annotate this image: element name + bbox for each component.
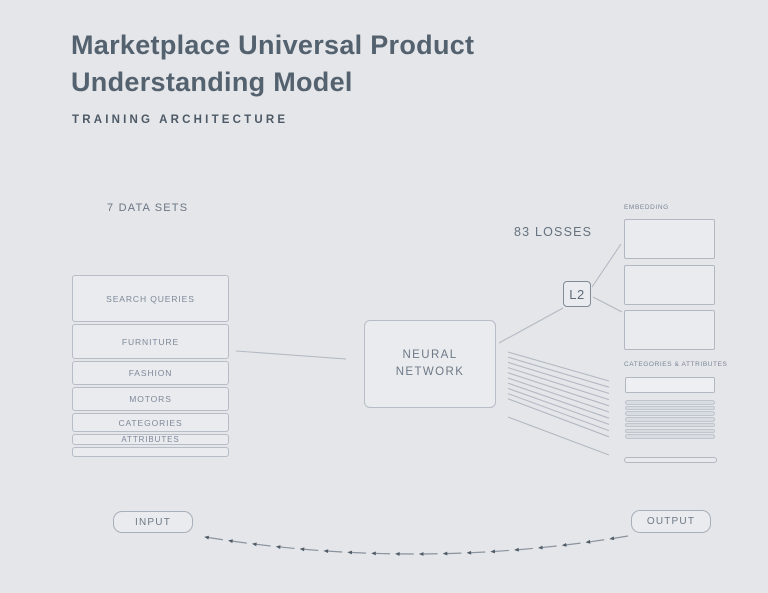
dataset-label: SEARCH QUERIES	[106, 293, 195, 304]
dataset-box-attributes: ATTRIBUTES	[72, 434, 229, 445]
losses-count-label: 83 LOSSES	[514, 225, 593, 239]
embedding-box-1	[624, 219, 715, 259]
dataset-box-furniture: FURNITURE	[72, 324, 229, 359]
dataset-box-empty	[72, 447, 229, 457]
dataset-box-categories: CATEGORIES	[72, 413, 229, 432]
page-title: Marketplace Universal Product Understand…	[71, 30, 475, 97]
attribute-bar	[625, 400, 715, 405]
page-subtitle: TRAINING ARCHITECTURE	[72, 114, 289, 126]
network-output-fan-lines	[507, 351, 610, 456]
dataset-label: FURNITURE	[121, 336, 180, 347]
neural-network-box: NEURAL NETWORK	[364, 320, 496, 408]
dataset-label: FASHION	[128, 368, 173, 378]
attribute-bar	[625, 411, 715, 416]
dataset-label: MOTORS	[129, 394, 172, 404]
input-box: INPUT	[113, 511, 193, 533]
embedding-section-label: EMBEDDING	[624, 204, 669, 211]
neural-network-label: NEURAL NETWORK	[395, 349, 465, 378]
network-to-l2-line	[498, 307, 564, 344]
l2-to-embedding2-line	[592, 296, 623, 313]
datasets-count-label: 7 DATA SETS	[107, 202, 189, 214]
attribute-bar	[625, 405, 715, 411]
dataset-label: CATEGORIES	[118, 417, 183, 428]
dataset-label: ATTRIBUTES	[121, 435, 180, 444]
category-output-box	[625, 377, 715, 393]
l2-loss-box: L2	[563, 281, 591, 307]
dataset-box-fashion: FASHION	[72, 361, 229, 385]
attribute-bar	[625, 422, 715, 428]
l2-loss-label: L2	[569, 286, 585, 302]
output-to-input-feedback-arrows	[204, 535, 629, 556]
input-label: INPUT	[135, 516, 171, 528]
output-label: OUTPUT	[646, 516, 696, 527]
attribute-bar	[625, 434, 715, 439]
attribute-pill	[624, 457, 717, 463]
embedding-box-2	[624, 265, 715, 305]
categories-attributes-section-label: CATEGORIES & ATTRIBUTES	[624, 361, 728, 368]
output-box: OUTPUT	[631, 510, 711, 533]
embedding-box-3	[624, 310, 715, 350]
attribute-bar	[625, 417, 715, 422]
dataset-box-motors: MOTORS	[72, 387, 229, 411]
datasets-to-network-line	[235, 350, 347, 360]
dataset-box-search-queries: SEARCH QUERIES	[72, 275, 229, 322]
attribute-bar	[625, 428, 715, 433]
l2-to-embedding1-line	[591, 243, 622, 288]
